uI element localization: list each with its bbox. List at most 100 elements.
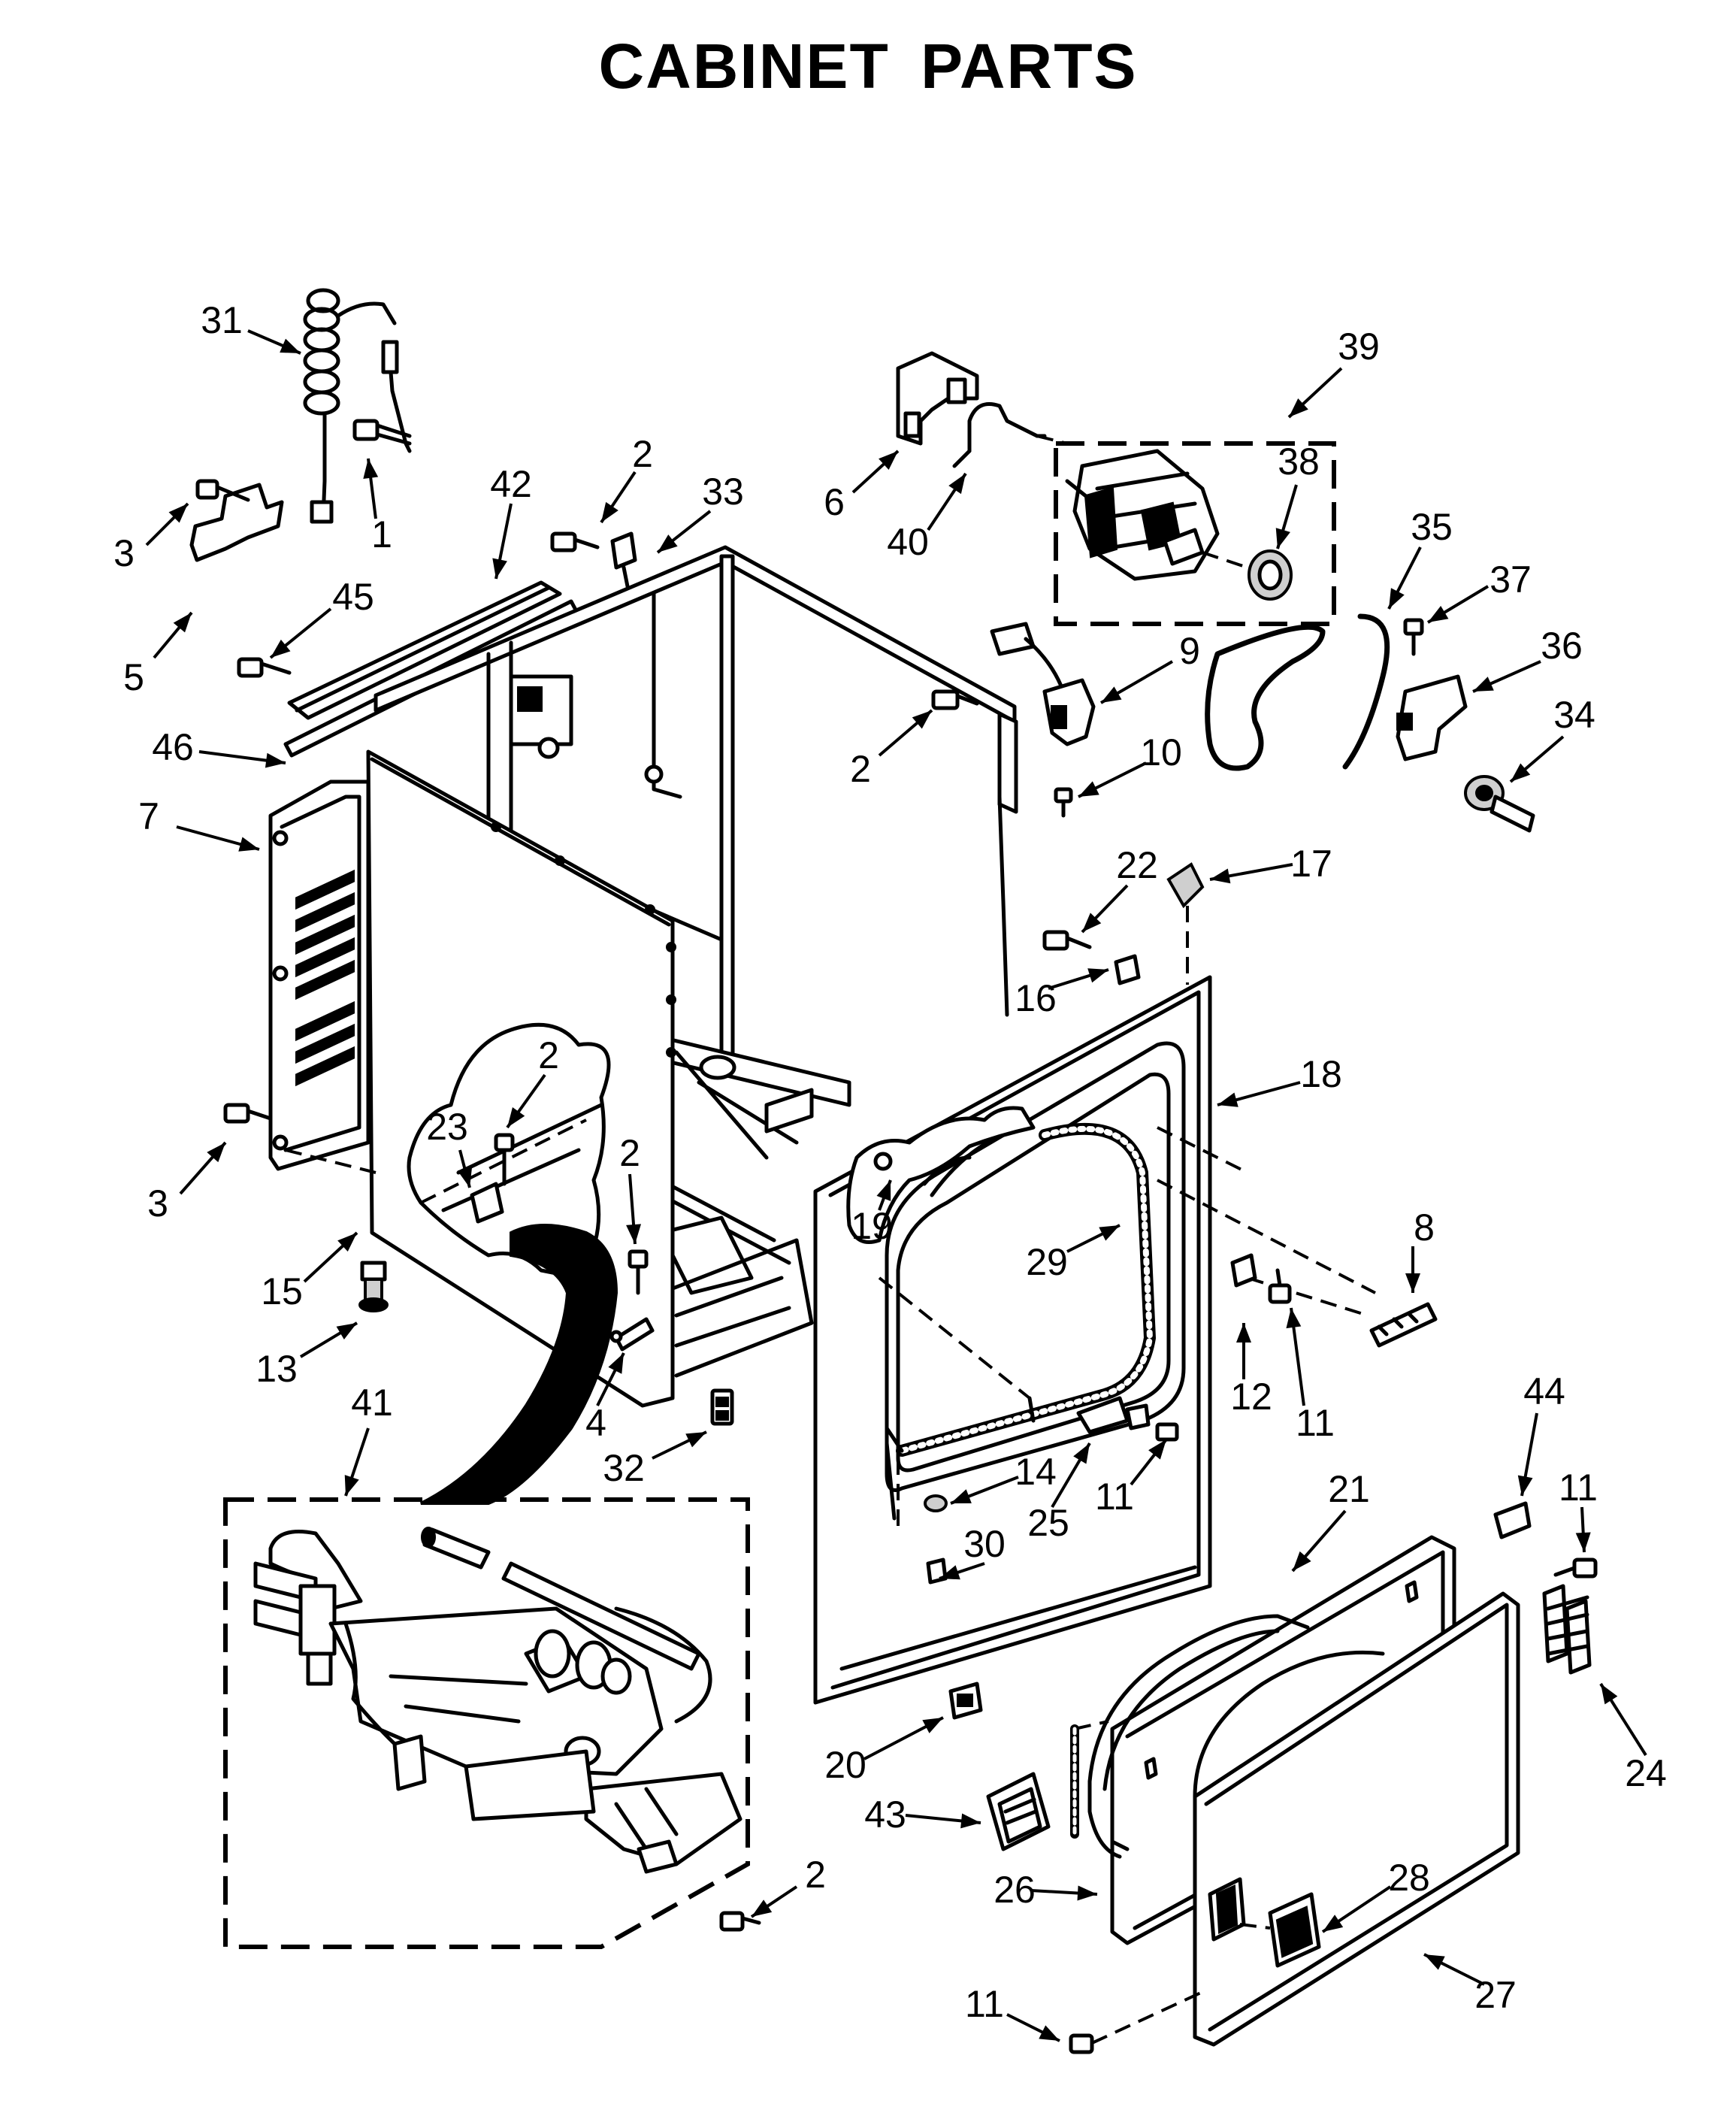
callout-10: 10 [1140,731,1182,773]
callout-6: 6 [824,481,845,523]
callout-42: 42 [490,463,532,505]
arrowhead [1148,1439,1166,1460]
arrowhead [344,1475,359,1496]
callout-11-bottom: 11 [965,1983,1004,2025]
callout-12: 12 [1230,1376,1272,1418]
arrowhead [265,752,286,768]
arrowhead [626,1224,642,1244]
clip-16-drawing [1114,954,1141,985]
terminal-cover-drawing [189,479,284,562]
callout-36: 36 [1541,625,1583,667]
arrowhead [1217,1092,1238,1107]
strike-drawing [986,1772,1051,1851]
door-switch-drawing [990,622,1096,1017]
screw-top-right-drawing [931,689,979,710]
arrowhead [608,1353,624,1374]
arrowhead [752,1899,773,1917]
callout-39: 39 [1338,325,1380,368]
callout-45: 45 [332,576,374,618]
clip-12-drawing [1230,1253,1257,1288]
arrowhead [1210,868,1231,884]
arrowhead [1078,781,1099,797]
arrowhead [685,1432,706,1448]
arrowhead [271,639,291,658]
callout-32: 32 [603,1447,645,1489]
callout-7: 7 [138,795,159,837]
screw-22-drawing [1042,930,1092,951]
arrowhead [1101,686,1122,703]
arrowhead [457,1167,473,1188]
arrowhead [1073,1443,1090,1464]
arrowhead [1293,1551,1311,1571]
callout-3-lower: 3 [147,1182,168,1224]
cabinet-frame-drawing [374,545,1018,1400]
arrowhead [207,1143,225,1163]
callout-11-right: 11 [1559,1467,1598,1509]
callout-11-mid: 11 [1095,1476,1134,1518]
arrowhead [363,459,379,480]
front-panel-drawing [813,975,1376,1705]
arrowhead [876,1180,891,1201]
arrowhead [1039,2025,1060,2041]
callout-labels: 31 1 3 5 42 2 33 45 46 7 3 2 23 2 15 13 … [113,299,1667,2025]
callout-2: 2 [632,433,653,475]
arrowhead [1077,1885,1097,1901]
arrowhead [1099,1225,1120,1241]
power-cord-drawing [303,288,412,524]
arrowhead [922,1718,943,1733]
callout-24: 24 [1625,1752,1667,1794]
arrowhead [1082,913,1102,932]
handle-drawing [1239,1892,1321,1968]
arrowhead [960,1813,981,1829]
callout-37: 37 [1490,558,1532,601]
callout-35: 35 [1411,506,1453,548]
cutaway-drawing [407,1022,611,1280]
screw-2-lower-drawing [628,1249,649,1295]
callout-21: 21 [1328,1468,1370,1510]
motor-clamp-drawing [952,402,1068,468]
arrowhead [238,837,259,852]
arrowhead [336,1323,357,1339]
arrowhead [1087,968,1108,983]
arrowhead [1289,398,1308,417]
arrowhead [658,534,678,552]
callout-22: 22 [1116,844,1158,886]
arrowhead [1517,1475,1533,1496]
idler-bracket-drawing [1396,618,1468,761]
door-gasket-drawing [1070,1720,1109,1839]
callout-17: 17 [1290,843,1332,885]
callout-11: 11 [1296,1402,1335,1444]
callout-26: 26 [994,1869,1036,1911]
arrowhead [280,338,301,353]
arrowhead [1405,1273,1420,1293]
cap-drawing [1166,862,1205,985]
callout-2-side: 2 [619,1132,640,1174]
leveling-leg-drawing [358,1261,389,1312]
arrowhead [1389,588,1405,609]
arrowhead [507,1107,525,1128]
arrowhead [948,474,966,495]
arrowhead [168,504,188,523]
callout-43: 43 [864,1794,906,1836]
callout-13: 13 [256,1348,298,1390]
arrowhead [939,1565,960,1580]
arrowhead [951,1489,972,1503]
callout-30: 30 [963,1523,1006,1565]
callout-14: 14 [1015,1451,1057,1493]
screw-3-lower-drawing [223,1103,273,1124]
page-title: CABINET PARTS [598,31,1138,101]
idler-pulley-drawing [1464,775,1535,833]
callout-5: 5 [123,656,144,698]
arrowhead [879,451,898,470]
arrowhead [1511,763,1531,782]
callout-16: 16 [1015,977,1057,1019]
callout-46: 46 [152,726,194,768]
motor-assembly-drawing [1054,441,1336,626]
screw-bottom-drawing [719,1911,761,1932]
callout-34: 34 [1553,694,1595,736]
callout-2-right: 2 [850,748,871,790]
hinge-drawing [1542,1557,1598,1675]
switch-32-drawing [710,1388,734,1426]
callout-38: 38 [1278,440,1320,483]
callout-29: 29 [1026,1241,1068,1283]
